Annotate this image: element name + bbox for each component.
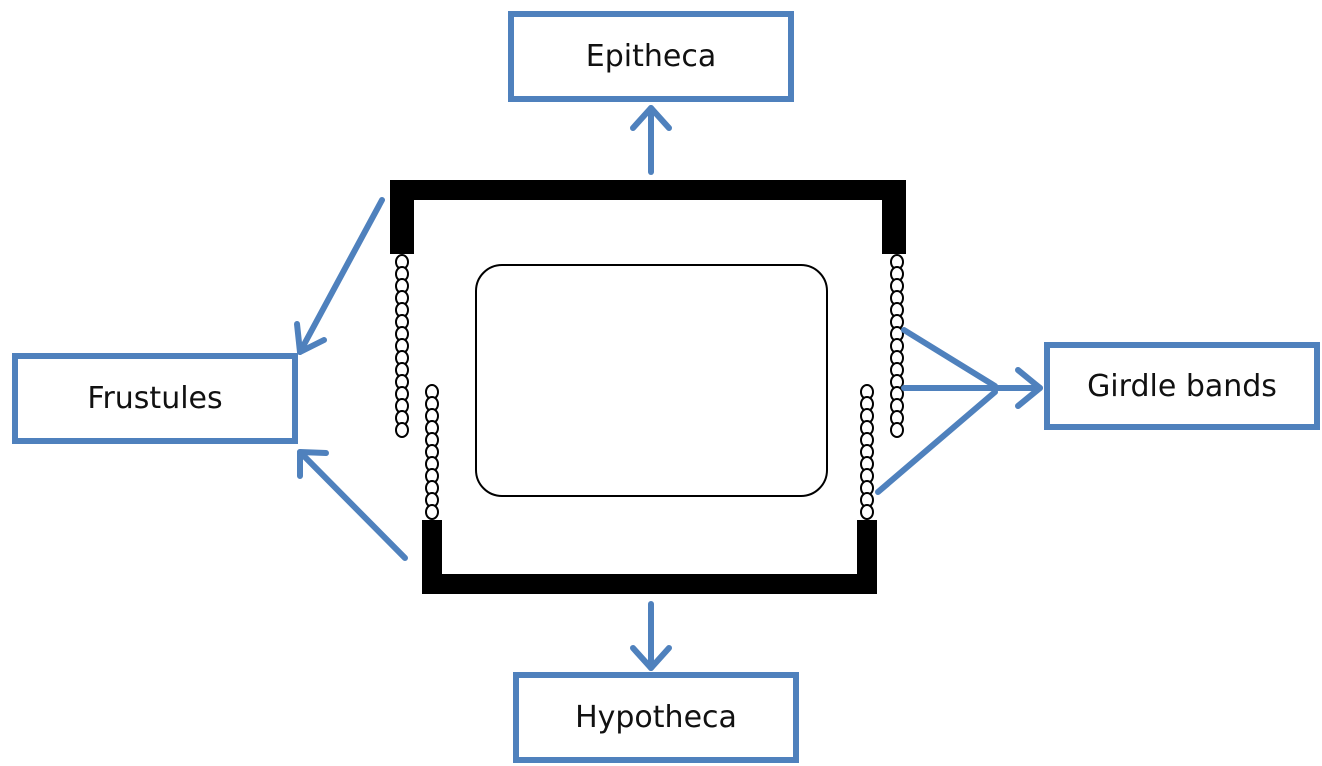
girdle-band-link — [425, 504, 439, 520]
hypotheca-label-box: Hypotheca — [513, 672, 799, 763]
frustules-label-box: Frustules — [12, 353, 298, 444]
arrow-to-epitheca — [630, 105, 672, 175]
arrow-to-frustules-lower — [297, 449, 408, 561]
girdle-bands-label-box: Girdle bands — [1044, 342, 1320, 430]
cell-body — [475, 264, 828, 497]
girdle-band-chain — [890, 254, 904, 438]
arrow-to-frustules-upper — [294, 197, 385, 355]
girdle-band-chain — [395, 254, 409, 438]
girdle-band-chain — [860, 384, 874, 520]
girdle-band-link — [395, 422, 409, 438]
hypotheca-valve — [422, 520, 877, 594]
girdle-band-link — [860, 504, 874, 520]
arrow-to-girdle-bands — [875, 327, 1043, 495]
epitheca-label: Epitheca — [585, 39, 717, 74]
epitheca-valve — [390, 180, 906, 254]
girdle-band-chain — [425, 384, 439, 520]
girdle-band-link — [890, 422, 904, 438]
frustules-label: Frustules — [87, 381, 223, 416]
arrow-to-hypotheca — [630, 601, 672, 671]
hypotheca-label: Hypotheca — [575, 700, 737, 735]
girdle-bands-label: Girdle bands — [1087, 368, 1277, 404]
epitheca-label-box: Epitheca — [508, 11, 794, 102]
